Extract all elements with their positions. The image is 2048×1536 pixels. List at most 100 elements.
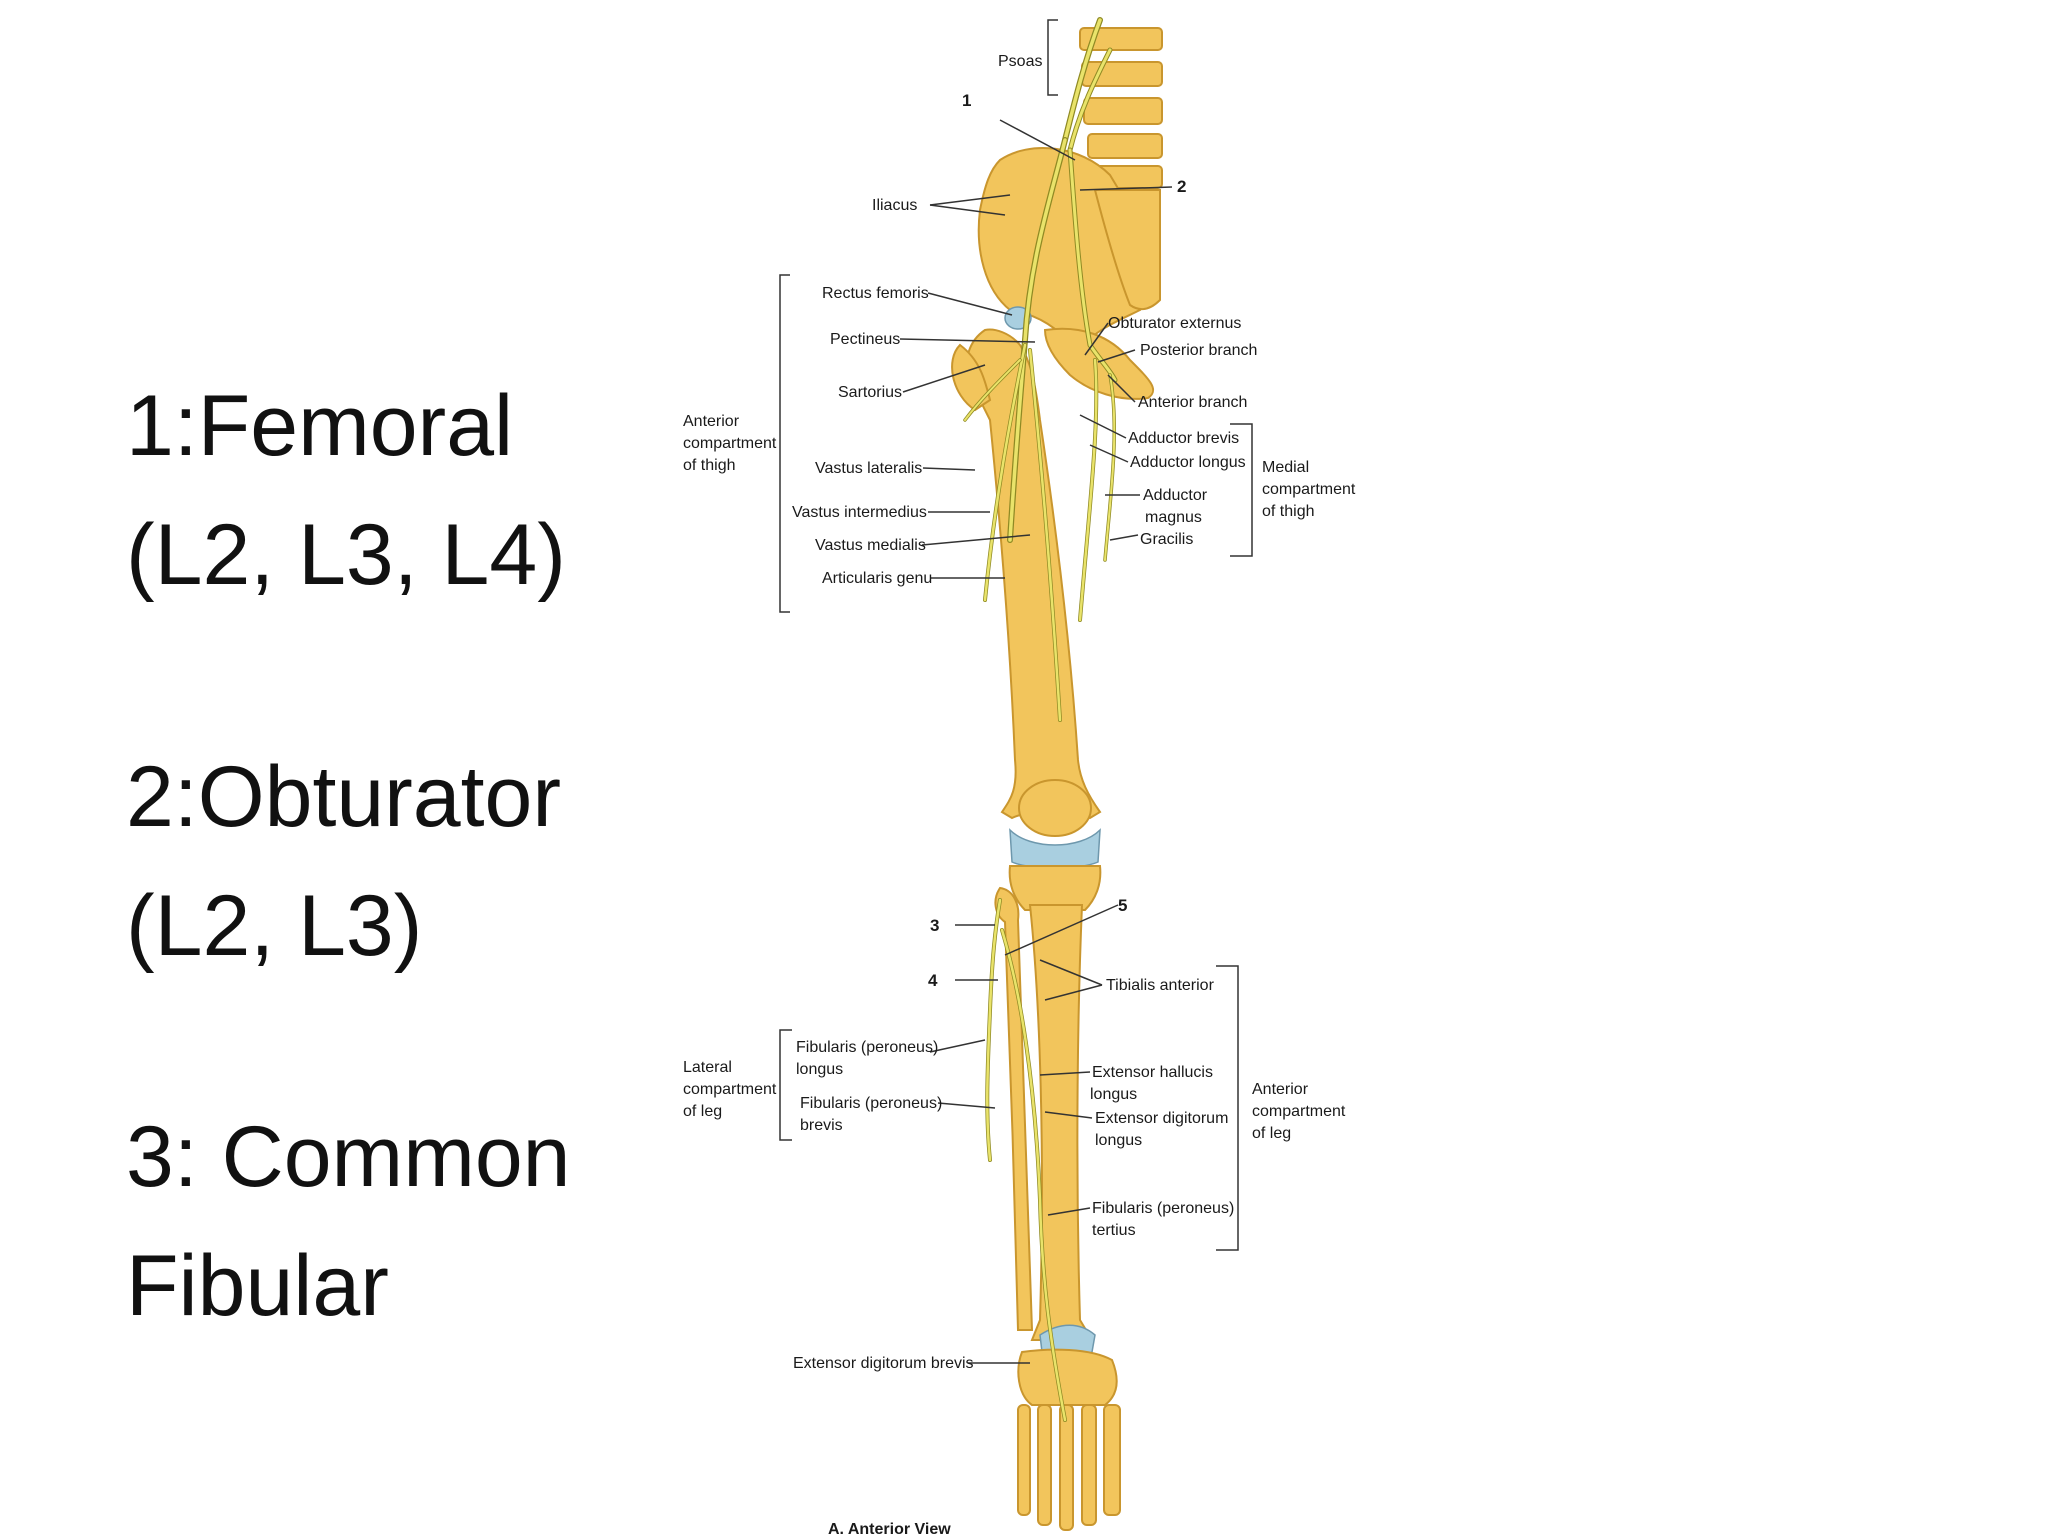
tibia-bone [1028, 904, 1094, 1341]
label-extensor-hallucis-2: longus [1090, 1086, 1137, 1103]
label-extensor-digitorum-1: Extensor digitorum [1095, 1110, 1228, 1127]
leader-5 [1004, 904, 1119, 956]
toe-bone [1103, 1404, 1121, 1516]
group-medial-thigh-2: compartment [1262, 481, 1356, 498]
tarsal-bones [1017, 1348, 1118, 1406]
leader-lines [779, 19, 1253, 1364]
nerve-femoral-roots: (L2, L3, L4) [126, 507, 566, 603]
leader-iliacus [929, 204, 1006, 216]
leader-post-branch [1097, 349, 1136, 363]
fibula-bone [994, 886, 1034, 1331]
label-fibularis-tertius-1: Fibularis (peroneus) [1092, 1200, 1234, 1217]
group-anterior-thigh-3: of thigh [683, 457, 735, 474]
nerve-common-fibular-name-1: 3: Common [126, 1109, 571, 1205]
label-gracilis: Gracilis [1140, 531, 1193, 548]
leader-fib-longus [929, 1039, 986, 1053]
marker-5: 5 [1118, 896, 1127, 915]
group-anterior-leg-2: compartment [1252, 1103, 1346, 1120]
group-lateral-leg-3: of leg [683, 1103, 722, 1120]
leader-ant-branch [1107, 374, 1136, 403]
leader-add-longus [1089, 444, 1129, 463]
label-fibularis-brevis-1: Fibularis (peroneus) [800, 1095, 942, 1112]
leader-tibialis [1044, 984, 1103, 1001]
sacrum-bone [1093, 189, 1161, 311]
leader-obt-ext [1084, 322, 1109, 356]
label-iliacus: Iliacus [872, 197, 917, 214]
group-lateral-leg-2: compartment [683, 1081, 777, 1098]
saphenous-nerve-fill [1028, 348, 1062, 722]
label-fibularis-tertius-2: tertius [1092, 1222, 1136, 1239]
femoral-branch-fill [983, 343, 1027, 602]
label-adductor-brevis: Adductor brevis [1128, 430, 1239, 447]
label-articularis-genu: Articularis genu [822, 570, 932, 587]
group-lateral-leg-1: Lateral [683, 1059, 732, 1076]
label-posterior-branch: Posterior branch [1140, 342, 1257, 359]
label-anterior-view-caption: A. Anterior View [828, 1521, 951, 1536]
lumbar-root-fill [1068, 48, 1112, 152]
marker-3: 3 [930, 916, 939, 935]
femur-bone [965, 328, 1102, 820]
vertebra [1087, 133, 1163, 159]
label-sartorius: Sartorius [838, 384, 902, 401]
leader-gracilis [1109, 534, 1139, 541]
nerve-femoral-name: 1:Femoral [126, 378, 514, 474]
bracket-anterior-leg [1216, 965, 1239, 1251]
leader-1 [999, 119, 1076, 161]
patella-bone [1018, 779, 1092, 837]
label-anterior-branch: Anterior branch [1138, 394, 1247, 411]
bracket-medial-thigh [1230, 423, 1253, 557]
leader-pectineus [899, 338, 1036, 343]
group-anterior-thigh-2: compartment [683, 435, 777, 452]
toe-bone [1059, 1404, 1074, 1531]
leader-add-brevis [1079, 414, 1127, 439]
bracket-anterior-thigh [779, 274, 790, 613]
bracket-lateral-leg [779, 1029, 792, 1141]
label-obturator-externus: Obturator externus [1108, 315, 1241, 332]
deep-fibular-nerve-fill [1000, 928, 1067, 1422]
lumbar-plexus-nerve-fill [1063, 18, 1102, 142]
superficial-fibular-nerve-fill [986, 898, 1002, 1162]
group-anterior-thigh-1: Anterior [683, 413, 740, 430]
label-vastus-medialis: Vastus medialis [815, 537, 926, 554]
nerve-obturator-name: 2:Obturator [126, 749, 561, 845]
group-anterior-leg-1: Anterior [1252, 1081, 1309, 1098]
nerve-obturator: 2:Obturator (L2, L3) [126, 733, 561, 991]
diagram-labels: 1 2 3 4 5 Psoas Iliacus Rectus femoris P… [683, 53, 1356, 1536]
vertebra [1083, 97, 1163, 125]
label-vastus-lateralis: Vastus lateralis [815, 460, 922, 477]
leader-2 [1079, 186, 1173, 191]
tibia-head [1008, 865, 1102, 911]
group-medial-thigh-1: Medial [1262, 459, 1309, 476]
leader-sartorius [902, 364, 986, 393]
label-adductor-longus: Adductor longus [1130, 454, 1246, 471]
leader-tibialis [1039, 959, 1103, 986]
label-tibialis-anterior: Tibialis anterior [1106, 977, 1215, 994]
label-extensor-digitorum-2: longus [1095, 1132, 1142, 1149]
femoral-branch-fill [964, 359, 1021, 421]
nerve-femoral: 1:Femoral (L2, L3, L4) [126, 362, 566, 620]
group-medial-thigh-3: of thigh [1262, 503, 1314, 520]
label-fibularis-longus-1: Fibularis (peroneus) [796, 1039, 938, 1056]
label-fibularis-longus-2: longus [796, 1061, 843, 1078]
toe-bone [1037, 1404, 1052, 1526]
marker-2: 2 [1177, 177, 1186, 196]
leader-vastus-lat [922, 467, 976, 471]
nerve-obturator-roots: (L2, L3) [126, 878, 423, 974]
label-pectineus: Pectineus [830, 331, 900, 348]
leader-rectus [927, 292, 1013, 316]
label-rectus-femoris: Rectus femoris [822, 285, 929, 302]
label-vastus-intermedius: Vastus intermedius [792, 504, 927, 521]
femoral-nerve-fill [1008, 138, 1067, 542]
nerve-common-fibular-name-2: Fibular [126, 1238, 389, 1334]
label-psoas: Psoas [998, 53, 1042, 70]
leader-iliacus [929, 194, 1011, 206]
obturator-branch-fill [1104, 374, 1116, 561]
pubis-bone [1043, 327, 1155, 400]
obturator-nerve-fill [1068, 148, 1117, 382]
toe-bone [1017, 1404, 1031, 1516]
leader-fib-tertius [1047, 1207, 1091, 1216]
bones [951, 27, 1163, 1531]
leader-vastus-med [921, 534, 1031, 546]
